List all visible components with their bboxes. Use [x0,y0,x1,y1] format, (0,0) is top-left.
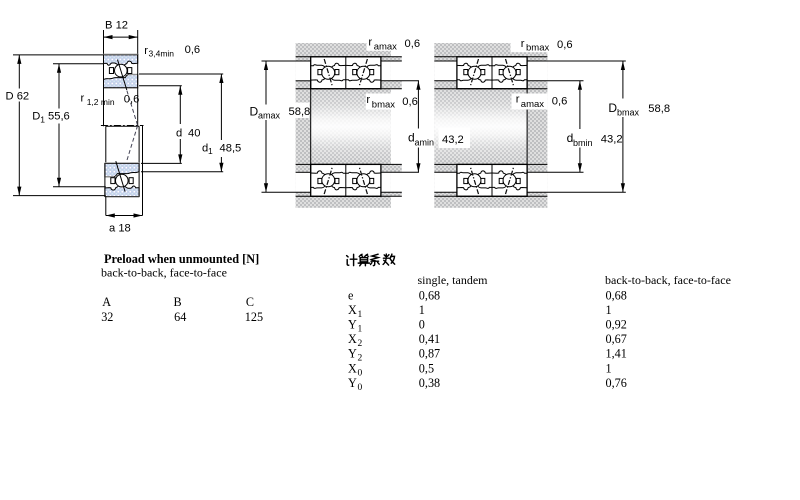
svg-text:0,76: 0,76 [606,376,627,390]
svg-text:C: C [246,295,254,309]
svg-text:a 18: a 18 [109,223,131,235]
svg-text:B 12: B 12 [105,20,128,32]
svg-text:bmin: bmin [573,138,593,148]
svg-text:0: 0 [358,368,363,378]
svg-text:Y: Y [348,376,357,390]
svg-text:B: B [174,295,182,309]
svg-text:amax: amax [258,111,281,121]
svg-text:40: 40 [188,128,200,140]
svg-text:1: 1 [208,146,213,156]
svg-text:0,41: 0,41 [419,332,440,346]
svg-text:r: r [521,38,525,50]
svg-text:0: 0 [419,318,425,332]
svg-text:1: 1 [419,303,425,317]
svg-text:back-to-back, face-to-face: back-to-back, face-to-face [101,266,227,280]
svg-text:0,38: 0,38 [419,376,440,390]
svg-text:d: d [567,131,574,145]
svg-text:1,2 min: 1,2 min [87,97,115,107]
svg-text:1: 1 [358,325,363,335]
svg-text:0: 0 [358,383,363,393]
svg-text:Preload when unmounted [N]: Preload when unmounted [N] [104,252,259,266]
svg-text:amax: amax [521,99,544,110]
svg-text:D: D [608,101,617,115]
svg-text:1: 1 [606,303,612,317]
svg-text:A: A [102,295,111,309]
svg-text:32: 32 [101,310,113,324]
svg-text:d: d [176,128,182,140]
svg-text:D: D [32,111,40,123]
svg-text:0,92: 0,92 [606,318,627,332]
svg-text:1: 1 [606,361,612,375]
svg-text:e: e [348,288,353,302]
svg-text:2: 2 [358,354,363,364]
svg-text:0,5: 0,5 [419,361,434,375]
svg-text:X: X [348,361,357,375]
svg-text:64: 64 [174,310,186,324]
svg-text:1,41: 1,41 [606,347,627,361]
svg-text:1: 1 [40,115,45,125]
svg-text:0,6: 0,6 [402,96,418,108]
svg-text:X: X [348,332,357,346]
svg-text:0,87: 0,87 [419,347,440,361]
svg-text:bmax: bmax [526,42,549,53]
svg-text:single, tandem: single, tandem [418,273,489,287]
svg-text:0,6: 0,6 [185,44,201,56]
svg-text:125: 125 [245,310,263,324]
svg-text:bmax: bmax [372,100,395,111]
svg-text:55,6: 55,6 [48,111,70,123]
svg-text:back-to-back, face-to-face: back-to-back, face-to-face [605,273,731,287]
svg-text:0,68: 0,68 [419,288,440,302]
svg-text:0,67: 0,67 [606,332,627,346]
svg-text:amin: amin [415,138,435,148]
svg-text:0,6: 0,6 [552,95,568,107]
svg-text:X: X [348,303,357,317]
svg-text:58,8: 58,8 [648,103,670,115]
svg-text:48,5: 48,5 [220,143,242,155]
svg-text:D: D [250,105,259,119]
svg-text:0,6: 0,6 [557,39,573,51]
svg-text:bmax: bmax [617,108,640,118]
svg-text:D 62: D 62 [6,90,30,102]
svg-text:1: 1 [358,310,363,320]
svg-text:Y: Y [348,318,357,332]
svg-text:58,8: 58,8 [289,106,311,118]
svg-text:r: r [81,93,85,105]
svg-text:0,68: 0,68 [606,288,627,302]
svg-text:0,6: 0,6 [405,38,421,50]
svg-text:amax: amax [374,42,397,53]
svg-text:d: d [202,143,208,155]
svg-text:r: r [366,94,370,106]
svg-text:2: 2 [358,339,363,349]
svg-text:r: r [516,93,520,105]
svg-text:r: r [144,45,148,57]
svg-text:r: r [368,37,372,49]
svg-text:d: d [408,131,415,145]
svg-text:43,2: 43,2 [601,134,623,146]
svg-text:43,2: 43,2 [442,134,464,146]
svg-text:0,6: 0,6 [124,94,140,106]
svg-text:Y: Y [348,347,357,361]
svg-text:3,4min: 3,4min [149,49,175,59]
